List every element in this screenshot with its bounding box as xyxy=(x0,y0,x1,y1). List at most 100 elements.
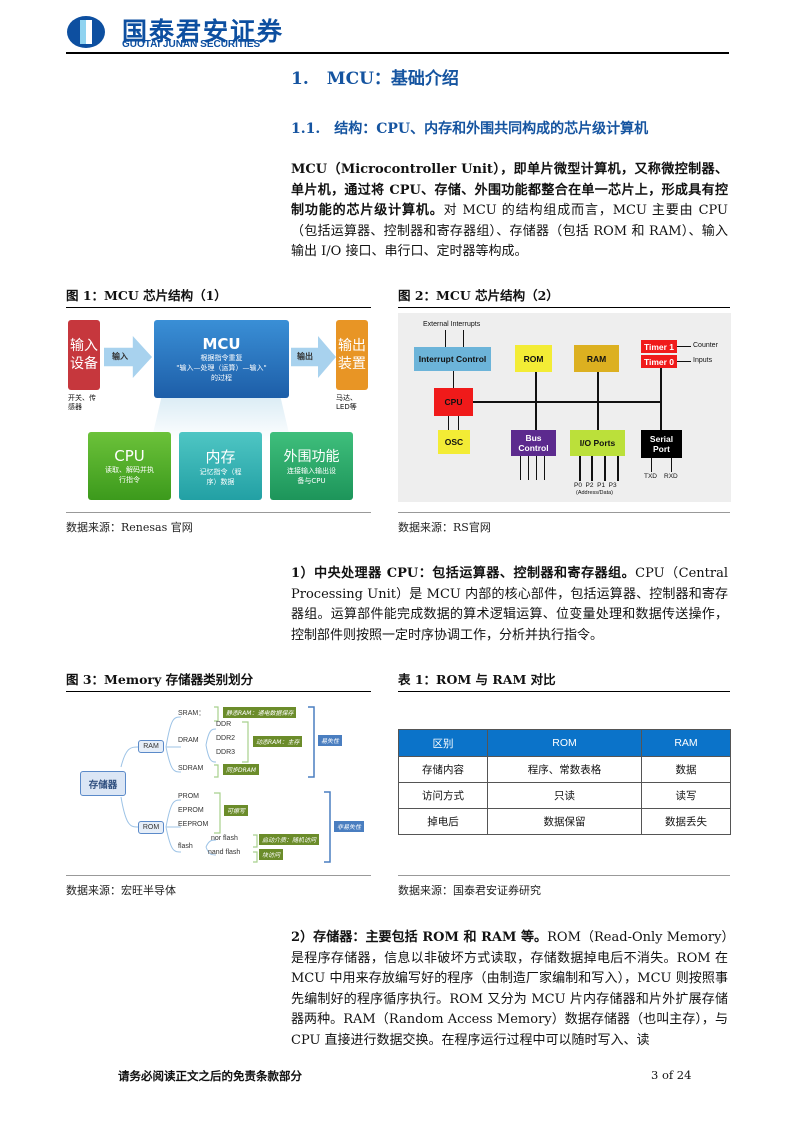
node-nor-flash: nor flash xyxy=(211,835,238,842)
counter-label: Counter xyxy=(693,342,718,349)
para-text: ROM（Read-Only Memory）是程序存储器，信息以非破坏方式读取，存… xyxy=(291,930,728,1048)
peripheral-title: 外围功能 xyxy=(283,449,340,465)
tag-volatile: 易失性 xyxy=(318,735,343,746)
input-device-box: 输入设备 xyxy=(68,320,100,390)
logo-text-cn: 国泰君安证券 xyxy=(122,17,285,46)
footer-disclaimer: 请务必阅读正文之后的免责条款部分 xyxy=(118,1069,302,1083)
memory-title: 内存 xyxy=(205,447,236,466)
io-ports-block: I/O Ports xyxy=(570,430,625,456)
figure2-block-diagram: External Interrupts Interrupt Control RO… xyxy=(398,313,731,502)
figure1-mcu-diagram: 输入设备 开关、传感器 输入 MCU 根据指令重复 "输入—处理（运算）—输入"… xyxy=(66,314,371,504)
txd-label: TXD xyxy=(644,473,657,480)
node-sdram: SDRAM xyxy=(178,765,204,772)
figure2-source: 数据来源：RS官网 xyxy=(398,512,730,535)
paragraph-mcu-intro: MCU（Microcontroller Unit），即单片微型计算机，又称微控制… xyxy=(291,160,728,263)
osc-block: OSC xyxy=(438,430,470,454)
para-bold: 1）中央处理器 CPU：包括运算器、控制器和寄存器组。 xyxy=(291,566,636,581)
mcu-desc: 的过程 xyxy=(211,374,232,382)
node-sram: SRAM： xyxy=(178,710,206,717)
figure3-memory-mindmap: 存储器 RAM ROM SRAM： DRAM DDR DDR2 DDR3 SDR… xyxy=(66,697,365,872)
node-eeprom: EEPROM xyxy=(178,821,209,828)
rxd-label: RXD xyxy=(664,473,678,480)
node-ddr2: DDR2 xyxy=(216,735,236,742)
subsection-heading: 1.1. 结构：CPU、内存和外围共同构成的芯片级计算机 xyxy=(291,118,648,138)
mcu-desc: 根据指令重复 xyxy=(200,354,243,362)
subheading-title: 结构：CPU、内存和外围共同构成的芯片级计算机 xyxy=(334,121,649,137)
peripheral-box: 外围功能连接输入输出设备与CPU xyxy=(270,432,353,500)
table-cell: 数据 xyxy=(641,756,731,783)
input-arrow-label: 输入 xyxy=(112,352,128,361)
node-prom: PROM xyxy=(178,793,199,800)
output-arrow-label: 输出 xyxy=(297,352,313,361)
tag-dram: 动态RAM：主存 xyxy=(253,736,303,747)
tag-nor: 启动介质：随机访问 xyxy=(259,834,320,845)
paragraph-cpu: 1）中央处理器 CPU：包括运算器、控制器和寄存器组。CPU（Central P… xyxy=(291,564,728,646)
table-cell: 存储内容 xyxy=(398,756,488,783)
timer1-block: Timer 1 xyxy=(641,340,677,353)
logo-text-en: GUOTAI JUNAN SECURITIES xyxy=(122,39,261,50)
header-rule xyxy=(66,52,729,54)
table-cell: 访问方式 xyxy=(398,782,488,809)
cpu-block: CPU xyxy=(434,388,473,416)
serial-port-block: Serial Port xyxy=(641,430,682,458)
memory-desc: 记忆指令（程序）数据 xyxy=(199,467,242,486)
subheading-number: 1.1. xyxy=(291,121,321,137)
logo-icon xyxy=(67,16,105,48)
port-labels: P0 P2 P1 P3 xyxy=(574,482,617,489)
tag-rewritable: 可擦写 xyxy=(224,805,249,816)
address-data-label: (Address/Data) xyxy=(576,490,613,496)
rom-block: ROM xyxy=(515,345,552,372)
mcu-title: MCU xyxy=(202,335,241,353)
figure3-source: 数据来源：宏旺半导体 xyxy=(66,875,371,898)
inputs-label: Inputs xyxy=(693,357,713,364)
node-rom: ROM xyxy=(138,821,164,834)
figure1-caption: 图 1：MCU 芯片结构（1） xyxy=(66,285,371,308)
node-eprom: EPROM xyxy=(178,807,204,814)
node-ddr3: DDR3 xyxy=(216,749,236,756)
mindmap-root: 存储器 xyxy=(80,771,126,796)
heading-title: MCU：基础介绍 xyxy=(326,69,459,89)
table-header: RAM xyxy=(641,729,731,757)
ext-interrupts-label: External Interrupts xyxy=(423,321,481,328)
node-flash: flash xyxy=(178,843,193,850)
figure2-caption: 图 2：MCU 芯片结构（2） xyxy=(398,285,730,308)
para-bold: MCU（Microcontroller Unit），即单片微型计算机，又称微控制… xyxy=(291,162,728,219)
memory-box: 内存记忆指令（程序）数据 xyxy=(179,432,262,500)
node-ddr: DDR xyxy=(216,721,232,728)
interrupt-control-block: Interrupt Control xyxy=(414,347,491,371)
output-device-box: 输出装置 xyxy=(336,320,368,390)
table-cell: 数据丢失 xyxy=(641,808,731,835)
input-examples: 开关、传感器 xyxy=(68,394,96,411)
para-bold: 2）存储器：主要包括 ROM 和 RAM 等。 xyxy=(291,930,548,945)
table-header: 区别 xyxy=(398,729,488,757)
heading-number: 1. xyxy=(291,69,309,89)
bus-control-block: Bus Control xyxy=(511,430,556,456)
node-dram: DRAM xyxy=(178,737,199,744)
mindmap-connectors xyxy=(120,706,331,863)
page-number: 3 of 24 xyxy=(651,1068,692,1082)
table-cell: 掉电后 xyxy=(398,808,488,835)
output-examples: 马达、LED等 xyxy=(336,394,357,411)
table1-source: 数据来源：国泰君安证券研究 xyxy=(398,875,730,898)
table-cell: 读写 xyxy=(641,782,731,809)
table-row: 访问方式只读读写 xyxy=(398,782,731,809)
mcu-desc: "输入—处理（运算）—输入" xyxy=(176,364,267,372)
mcu-box: MCU 根据指令重复 "输入—处理（运算）—输入" 的过程 xyxy=(154,320,289,398)
ram-block: RAM xyxy=(574,345,619,372)
figure3-caption: 图 3：Memory 存储器类别划分 xyxy=(66,669,371,692)
cpu-desc: 读取、解码并执行指令 xyxy=(105,466,154,484)
tag-nonvolatile: 非易失性 xyxy=(334,821,365,832)
table1-caption: 表 1：ROM 与 RAM 对比 xyxy=(398,669,730,692)
peripheral-desc: 连接输入输出设备与CPU xyxy=(287,467,336,485)
para-text: CPU（Central Processing Unit）是 MCU 内部的核心部… xyxy=(291,566,729,643)
tag-sram: 静态RAM：通电数据保存 xyxy=(223,707,297,718)
tag-nand: 块访问 xyxy=(259,849,284,860)
paragraph-memory: 2）存储器：主要包括 ROM 和 RAM 等。ROM（Read-Only Mem… xyxy=(291,928,728,1052)
para-text: 对 MCU 的结构组成而言，MCU 主要由 CPU（包括运算器、控制器和寄存器组… xyxy=(291,203,728,260)
table-row: 掉电后数据保留数据丢失 xyxy=(398,808,731,835)
table-header: ROM xyxy=(486,729,643,757)
table-cell: 数据保留 xyxy=(486,808,643,835)
timer0-block: Timer 0 xyxy=(641,355,677,368)
